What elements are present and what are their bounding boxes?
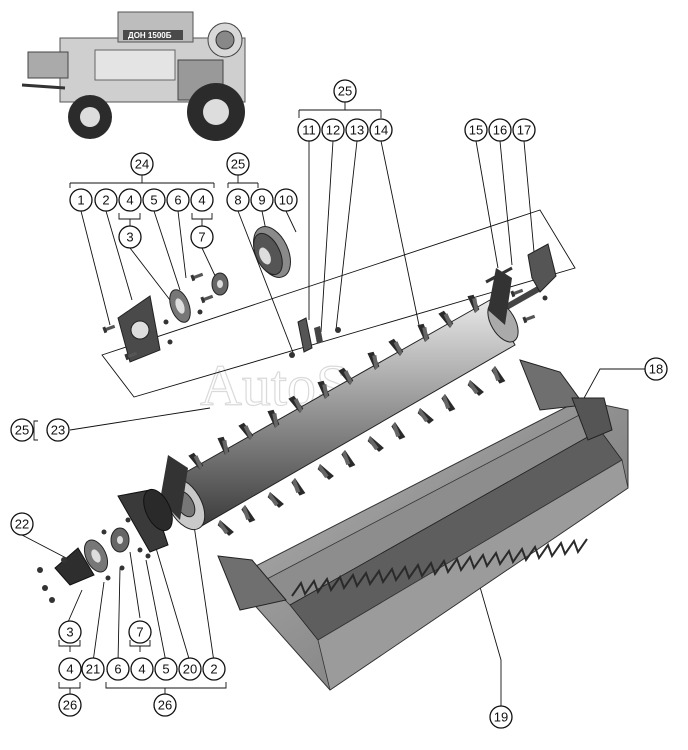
callout-4-top-a: 4 xyxy=(118,188,142,212)
svg-text:7: 7 xyxy=(198,230,205,245)
svg-text:25: 25 xyxy=(338,84,352,99)
svg-text:12: 12 xyxy=(326,123,340,138)
svg-text:6: 6 xyxy=(114,662,121,677)
combine-harvester-image: ДОН 1500Б xyxy=(21,11,246,141)
right-bearing-group xyxy=(485,243,557,324)
callout-13: 13 xyxy=(345,118,369,142)
auger-trough xyxy=(217,359,629,691)
callout-25-c: 25 xyxy=(10,418,34,442)
svg-text:4: 4 xyxy=(138,662,145,677)
svg-text:16: 16 xyxy=(493,123,507,138)
callout-15: 15 xyxy=(464,118,488,142)
finger-guide-parts xyxy=(289,317,341,358)
svg-text:17: 17 xyxy=(517,123,531,138)
callout-9: 9 xyxy=(250,188,274,212)
leader-lines xyxy=(21,101,645,706)
svg-text:9: 9 xyxy=(258,193,265,208)
callout-23: 23 xyxy=(46,418,70,442)
callout-25-a: 25 xyxy=(226,152,250,176)
svg-text:2: 2 xyxy=(102,193,109,208)
callout-4-bot-a: 4 xyxy=(58,657,82,681)
callout-2-bot: 2 xyxy=(202,657,226,681)
svg-text:11: 11 xyxy=(302,123,316,138)
callout-12: 12 xyxy=(321,118,345,142)
svg-text:5: 5 xyxy=(162,662,169,677)
svg-text:26: 26 xyxy=(158,698,172,713)
callout-4-bot-c: 4 xyxy=(130,657,154,681)
callout-20: 20 xyxy=(178,657,202,681)
left-bearing-group xyxy=(102,271,229,363)
svg-text:18: 18 xyxy=(649,362,663,377)
svg-text:7: 7 xyxy=(136,625,143,640)
bottom-bearing-group xyxy=(37,488,173,603)
callout-26-a: 26 xyxy=(58,693,82,717)
svg-text:24: 24 xyxy=(135,157,149,172)
svg-text:23: 23 xyxy=(51,423,65,438)
svg-text:21: 21 xyxy=(86,662,100,677)
svg-text:3: 3 xyxy=(126,230,133,245)
svg-text:25: 25 xyxy=(15,423,29,438)
callout-6-top: 6 xyxy=(166,188,190,212)
callout-24: 24 xyxy=(130,152,154,176)
svg-text:19: 19 xyxy=(494,710,508,725)
callout-22: 22 xyxy=(10,512,34,536)
callout-10: 10 xyxy=(274,188,298,212)
svg-text:4: 4 xyxy=(66,662,73,677)
callout-5-bot: 5 xyxy=(154,657,178,681)
callout-17: 17 xyxy=(512,118,536,142)
svg-text:8: 8 xyxy=(234,193,241,208)
svg-text:10: 10 xyxy=(279,193,293,208)
auger-drum xyxy=(148,268,542,539)
svg-text:26: 26 xyxy=(63,698,77,713)
svg-text:6: 6 xyxy=(174,193,181,208)
callout-3-top: 3 xyxy=(118,225,142,249)
callout-2-top: 2 xyxy=(94,188,118,212)
svg-text:25: 25 xyxy=(231,157,245,172)
callout-14: 14 xyxy=(369,118,393,142)
svg-text:20: 20 xyxy=(183,662,197,677)
callout-5-top: 5 xyxy=(142,188,166,212)
svg-text:15: 15 xyxy=(469,123,483,138)
svg-text:14: 14 xyxy=(374,123,388,138)
callout-21: 21 xyxy=(81,657,105,681)
callout-25-b: 25 xyxy=(333,79,357,103)
callout-16: 16 xyxy=(488,118,512,142)
callout-1: 1 xyxy=(69,188,93,212)
svg-text:13: 13 xyxy=(350,123,364,138)
svg-text:22: 22 xyxy=(15,517,29,532)
callout-7-top: 7 xyxy=(190,225,214,249)
svg-text:5: 5 xyxy=(150,193,157,208)
callout-6-bot: 6 xyxy=(106,657,130,681)
svg-text:2: 2 xyxy=(210,662,217,677)
drive-pulley xyxy=(253,226,291,278)
callout-8: 8 xyxy=(226,188,250,212)
callout-7-bot: 7 xyxy=(128,620,152,644)
callout-19: 19 xyxy=(489,705,513,729)
callout-18: 18 xyxy=(644,357,668,381)
callout-labels: 24 25 25 1 2 4 5 6 4 3 7 8 9 10 11 12 13… xyxy=(10,79,668,729)
svg-text:1: 1 xyxy=(77,193,84,208)
callout-11: 11 xyxy=(297,118,321,142)
callout-4-top-b: 4 xyxy=(190,188,214,212)
callout-3-bot: 3 xyxy=(58,620,82,644)
svg-text:4: 4 xyxy=(198,193,205,208)
callout-26-b: 26 xyxy=(153,693,177,717)
combine-badge: ДОН 1500Б xyxy=(128,31,172,40)
svg-text:3: 3 xyxy=(66,625,73,640)
svg-text:4: 4 xyxy=(126,193,133,208)
